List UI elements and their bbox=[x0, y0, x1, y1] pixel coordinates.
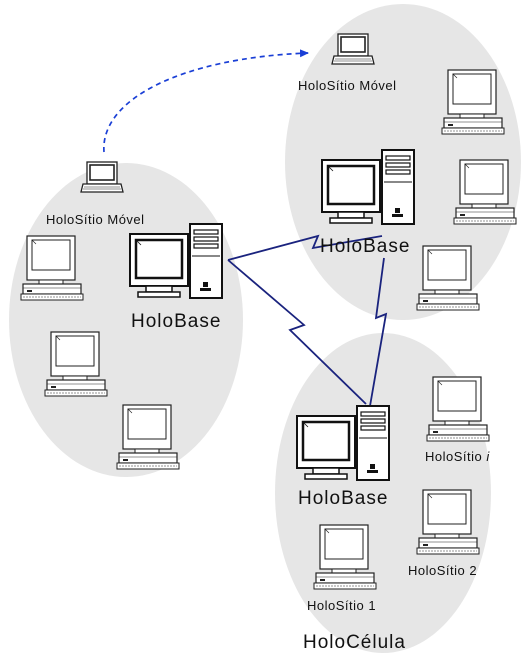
mobile-site-label-left: HoloSítio Móvel bbox=[46, 212, 145, 227]
desktop-computer-icon bbox=[426, 376, 490, 442]
holosite-i-index: i bbox=[486, 449, 490, 464]
desktop-computer-icon bbox=[116, 404, 180, 470]
server-workstation-icon bbox=[320, 148, 416, 226]
desktop-computer-icon bbox=[416, 245, 480, 311]
desktop-computer-icon bbox=[44, 331, 108, 397]
desktop-computer-icon bbox=[453, 159, 517, 225]
laptop-icon bbox=[331, 33, 375, 65]
holosite-i-prefix: HoloSítio bbox=[425, 449, 483, 464]
link-left-right bbox=[227, 234, 383, 261]
holobase-label-bottom: HoloBase bbox=[298, 488, 389, 509]
holobase-label-right: HoloBase bbox=[320, 236, 411, 257]
link-right-bottom bbox=[369, 257, 388, 407]
holobase-label-left: HoloBase bbox=[131, 311, 222, 332]
server-workstation-icon bbox=[295, 404, 391, 482]
migration-arrow-icon bbox=[103, 49, 309, 153]
holocell-label: HoloCélula bbox=[303, 632, 406, 653]
desktop-computer-icon bbox=[416, 489, 480, 555]
laptop-icon bbox=[80, 161, 124, 193]
mobile-site-label-top: HoloSítio Móvel bbox=[298, 78, 397, 93]
desktop-computer-icon bbox=[313, 524, 377, 590]
server-workstation-icon bbox=[128, 222, 224, 300]
holosite-1-label: HoloSítio 1 bbox=[307, 598, 377, 613]
holosite-2-label: HoloSítio 2 bbox=[408, 563, 478, 578]
desktop-computer-icon bbox=[20, 235, 84, 301]
holosite-i-label: HoloSítio i bbox=[425, 449, 490, 464]
desktop-computer-icon bbox=[441, 69, 505, 135]
link-left-bottom bbox=[227, 259, 367, 405]
